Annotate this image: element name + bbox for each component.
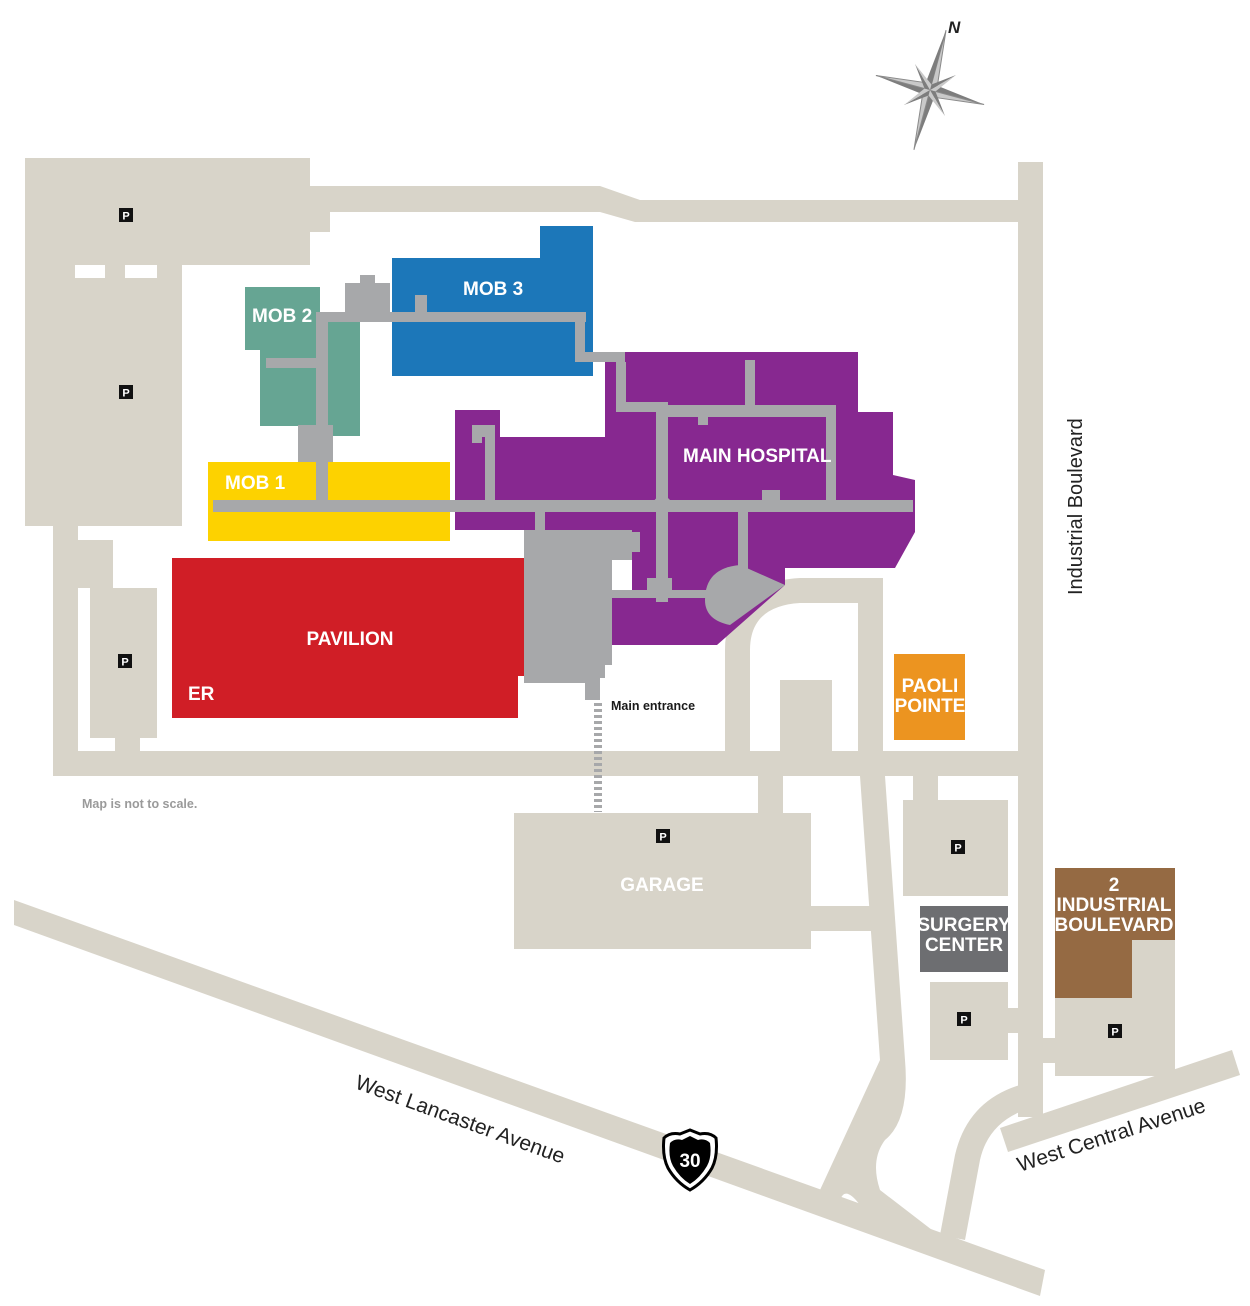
corridors [213, 275, 913, 700]
label-industrial-boulevard: Industrial Boulevard [1065, 418, 1087, 595]
label-surgery-line1: SURGERY [917, 915, 1011, 936]
label-main-hospital: MAIN HOSPITAL [683, 446, 832, 467]
road-network [14, 158, 1240, 1296]
svg-text:P: P [122, 388, 129, 400]
svg-text:P: P [121, 657, 128, 669]
label-surgery-line2: CENTER [925, 935, 1003, 956]
svg-text:P: P [1111, 1027, 1118, 1039]
label-paoli-pointe-line2: POINTE [895, 696, 966, 717]
label-scale-note: Map is not to scale. [82, 797, 197, 811]
label-mob3: MOB 3 [463, 279, 523, 300]
road-west-lancaster-avenue [14, 900, 1045, 1296]
parking-lot-west [25, 278, 182, 526]
label-mob2: MOB 2 [252, 306, 312, 327]
label-industrial-line1: 2 [1109, 875, 1120, 896]
label-main-entrance: Main entrance [611, 699, 695, 713]
parking-icon: P [957, 1012, 971, 1027]
svg-text:P: P [960, 1015, 967, 1027]
compass-north-label: N [948, 18, 961, 37]
label-industrial-line2: INDUSTRIAL [1056, 895, 1171, 916]
building-paoli-pointe [894, 654, 965, 740]
parking-icon: P [951, 840, 965, 855]
parking-icon: P [656, 829, 670, 844]
compass-rose-icon [875, 29, 985, 151]
parking-icon: P [119, 208, 133, 223]
building-surgery-center [920, 906, 1008, 972]
road-west-central-avenue [1000, 1050, 1240, 1152]
building-main-hospital [455, 352, 915, 645]
label-mob1: MOB 1 [225, 473, 286, 494]
road-industrial-boulevard [1018, 162, 1043, 1117]
parking-badges: P P P P P P P [118, 208, 1122, 1039]
parking-lot-northwest [25, 158, 310, 265]
parking-icon: P [118, 654, 132, 669]
route-30-shield-icon: 30 [662, 1128, 718, 1192]
parking-icon: P [119, 385, 133, 400]
svg-text:P: P [122, 211, 129, 223]
svg-text:P: P [659, 832, 666, 844]
label-garage: GARAGE [620, 875, 703, 896]
building-pavilion [172, 558, 524, 718]
svg-text:P: P [954, 843, 961, 855]
label-industrial-line3: BOULEVARD [1055, 915, 1174, 936]
building-mob3 [392, 226, 593, 376]
road-west-loop [53, 526, 78, 776]
label-er: ER [188, 684, 215, 705]
building-2-industrial-boulevard [1055, 868, 1175, 998]
parking-icon: P [1108, 1024, 1122, 1039]
label-paoli-pointe-line1: PAOLI [902, 676, 959, 697]
route-30-label: 30 [679, 1151, 700, 1172]
label-pavilion: PAVILION [307, 629, 394, 650]
